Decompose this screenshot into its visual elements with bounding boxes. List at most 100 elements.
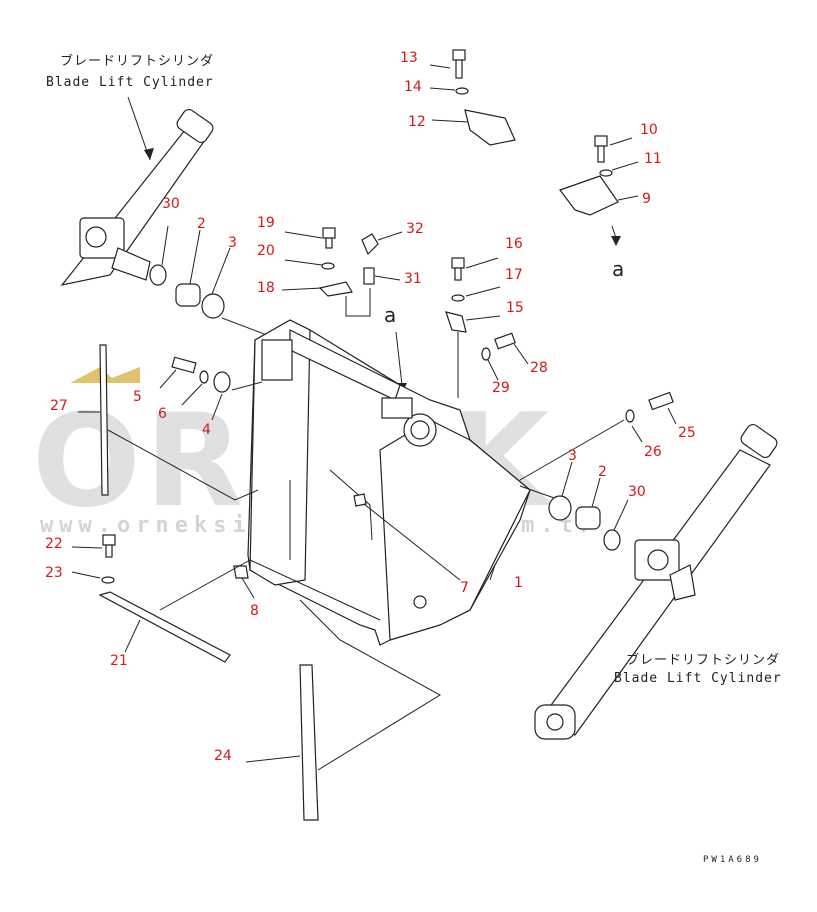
washer-11: [599, 169, 613, 177]
bolt-19-head: [322, 227, 336, 239]
leader-21: [124, 619, 141, 653]
callout-3-left: 3: [228, 235, 237, 251]
left-cylinder-cap: [176, 108, 214, 144]
plate-24: [299, 664, 319, 821]
leader-14: [429, 87, 456, 91]
left-bushing-set: 30 2 3: [149, 196, 281, 341]
leader-3-right: [561, 461, 573, 497]
callout-2-right: 2: [598, 464, 607, 480]
plate-24-ref-line: [299, 599, 441, 771]
callout-11: 11: [644, 151, 662, 167]
leader-10: [609, 137, 633, 146]
leader-15: [465, 315, 501, 321]
plate-27-ref-line: [107, 429, 259, 501]
bolt-19-shank: [325, 237, 333, 249]
callout-2-left: 2: [197, 216, 206, 232]
callout-18: 18: [257, 280, 275, 296]
bolt-13-shank: [455, 59, 463, 79]
leader-9: [617, 195, 639, 201]
callout-26: 26: [644, 444, 662, 460]
leader-20: [284, 259, 323, 266]
leader-12: [431, 119, 469, 123]
washer-23: [101, 576, 115, 584]
callout-32: 32: [406, 221, 424, 237]
bolt-28: [494, 332, 516, 350]
leader-18: [281, 287, 323, 291]
view-label-a-frame: a: [384, 303, 396, 327]
washer-29: [481, 347, 491, 361]
leader-19: [284, 231, 323, 239]
cover-21-group: 22 23 21: [45, 534, 251, 669]
right-cylinder-grease-fitting: [669, 564, 696, 601]
right-cylinder-bore: [647, 549, 669, 571]
callout-17: 17: [505, 267, 523, 283]
leader-3-left: [211, 247, 231, 295]
fitting-7: [353, 493, 367, 507]
left-cylinder-arrow: [144, 148, 154, 160]
callout-31: 31: [404, 271, 422, 287]
view-a-leader-frame: [395, 331, 403, 386]
lower-inner-parts: 7 8: [233, 493, 469, 619]
leader-30-right: [613, 499, 629, 531]
bolt-13-head: [452, 49, 466, 61]
bushing-2-right: [575, 506, 601, 530]
callout-10: 10: [640, 122, 658, 138]
cover-21-ref-line: [159, 559, 251, 611]
frame-mount-block: [381, 397, 413, 419]
bracket-12: [464, 109, 516, 146]
bolt-25-axis: [519, 419, 625, 481]
leader-28: [513, 343, 529, 365]
elbow-fitting-32: [361, 233, 379, 256]
main-frame-1: 1: [247, 319, 561, 646]
hose-route-line: [345, 288, 371, 317]
bolt-16-shank: [454, 267, 462, 281]
bushing-3-left: [201, 293, 225, 319]
frame-inner-stay: [329, 469, 373, 541]
bolt-10-shank: [597, 145, 605, 163]
leader-8: [241, 577, 255, 599]
callout-4: 4: [202, 422, 211, 438]
view-label-a-top: a: [612, 257, 624, 281]
callout-6: 6: [158, 406, 167, 422]
frame-left-upper-bracket: [261, 339, 293, 381]
bolt-5: [171, 356, 197, 374]
fitting-31: [363, 267, 375, 285]
frame-lower-hole: [413, 595, 427, 609]
leader-6: [181, 383, 203, 406]
callout-13: 13: [400, 50, 418, 66]
washer-20: [321, 262, 335, 270]
leader-1: [489, 564, 496, 581]
washer-14: [455, 87, 469, 95]
callout-3-right: 3: [568, 448, 577, 464]
plug-8: [233, 565, 249, 579]
bolt-22-shank: [105, 544, 113, 558]
callout-28: 28: [530, 360, 548, 376]
left-cylinder-leader: [127, 96, 151, 161]
callout-1: 1: [514, 575, 523, 591]
callout-14: 14: [404, 79, 422, 95]
callout-27: 27: [50, 398, 68, 414]
right-hardware-group: 16 17 15 28 29: [445, 236, 548, 398]
frame-pivot-bore: [410, 420, 430, 440]
leader-2-right: [591, 477, 601, 508]
right-cylinder-label-jp: ブレードリフトシリンダ: [626, 652, 780, 668]
callout-24: 24: [214, 748, 232, 764]
view-a-arrow-top: [611, 236, 621, 246]
bolt-10-head: [594, 135, 608, 147]
leader-31: [374, 275, 401, 281]
leader-5: [159, 369, 177, 389]
leader-13: [429, 64, 451, 69]
leader-11: [611, 161, 639, 171]
washer-17: [451, 294, 465, 302]
callout-19: 19: [257, 215, 275, 231]
callout-23: 23: [45, 565, 63, 581]
leader-26: [631, 425, 643, 443]
drawing-code: PW1A689: [703, 855, 762, 865]
callout-9: 9: [642, 191, 651, 207]
bolt-16-head: [451, 257, 465, 269]
leader-25: [667, 407, 677, 425]
top-hardware-group: 19 20 18 32 31 a: [257, 215, 424, 393]
leader-29: [487, 359, 499, 381]
bracket-9-group: 10 11 9 a: [559, 122, 662, 281]
callout-7: 7: [460, 580, 469, 596]
